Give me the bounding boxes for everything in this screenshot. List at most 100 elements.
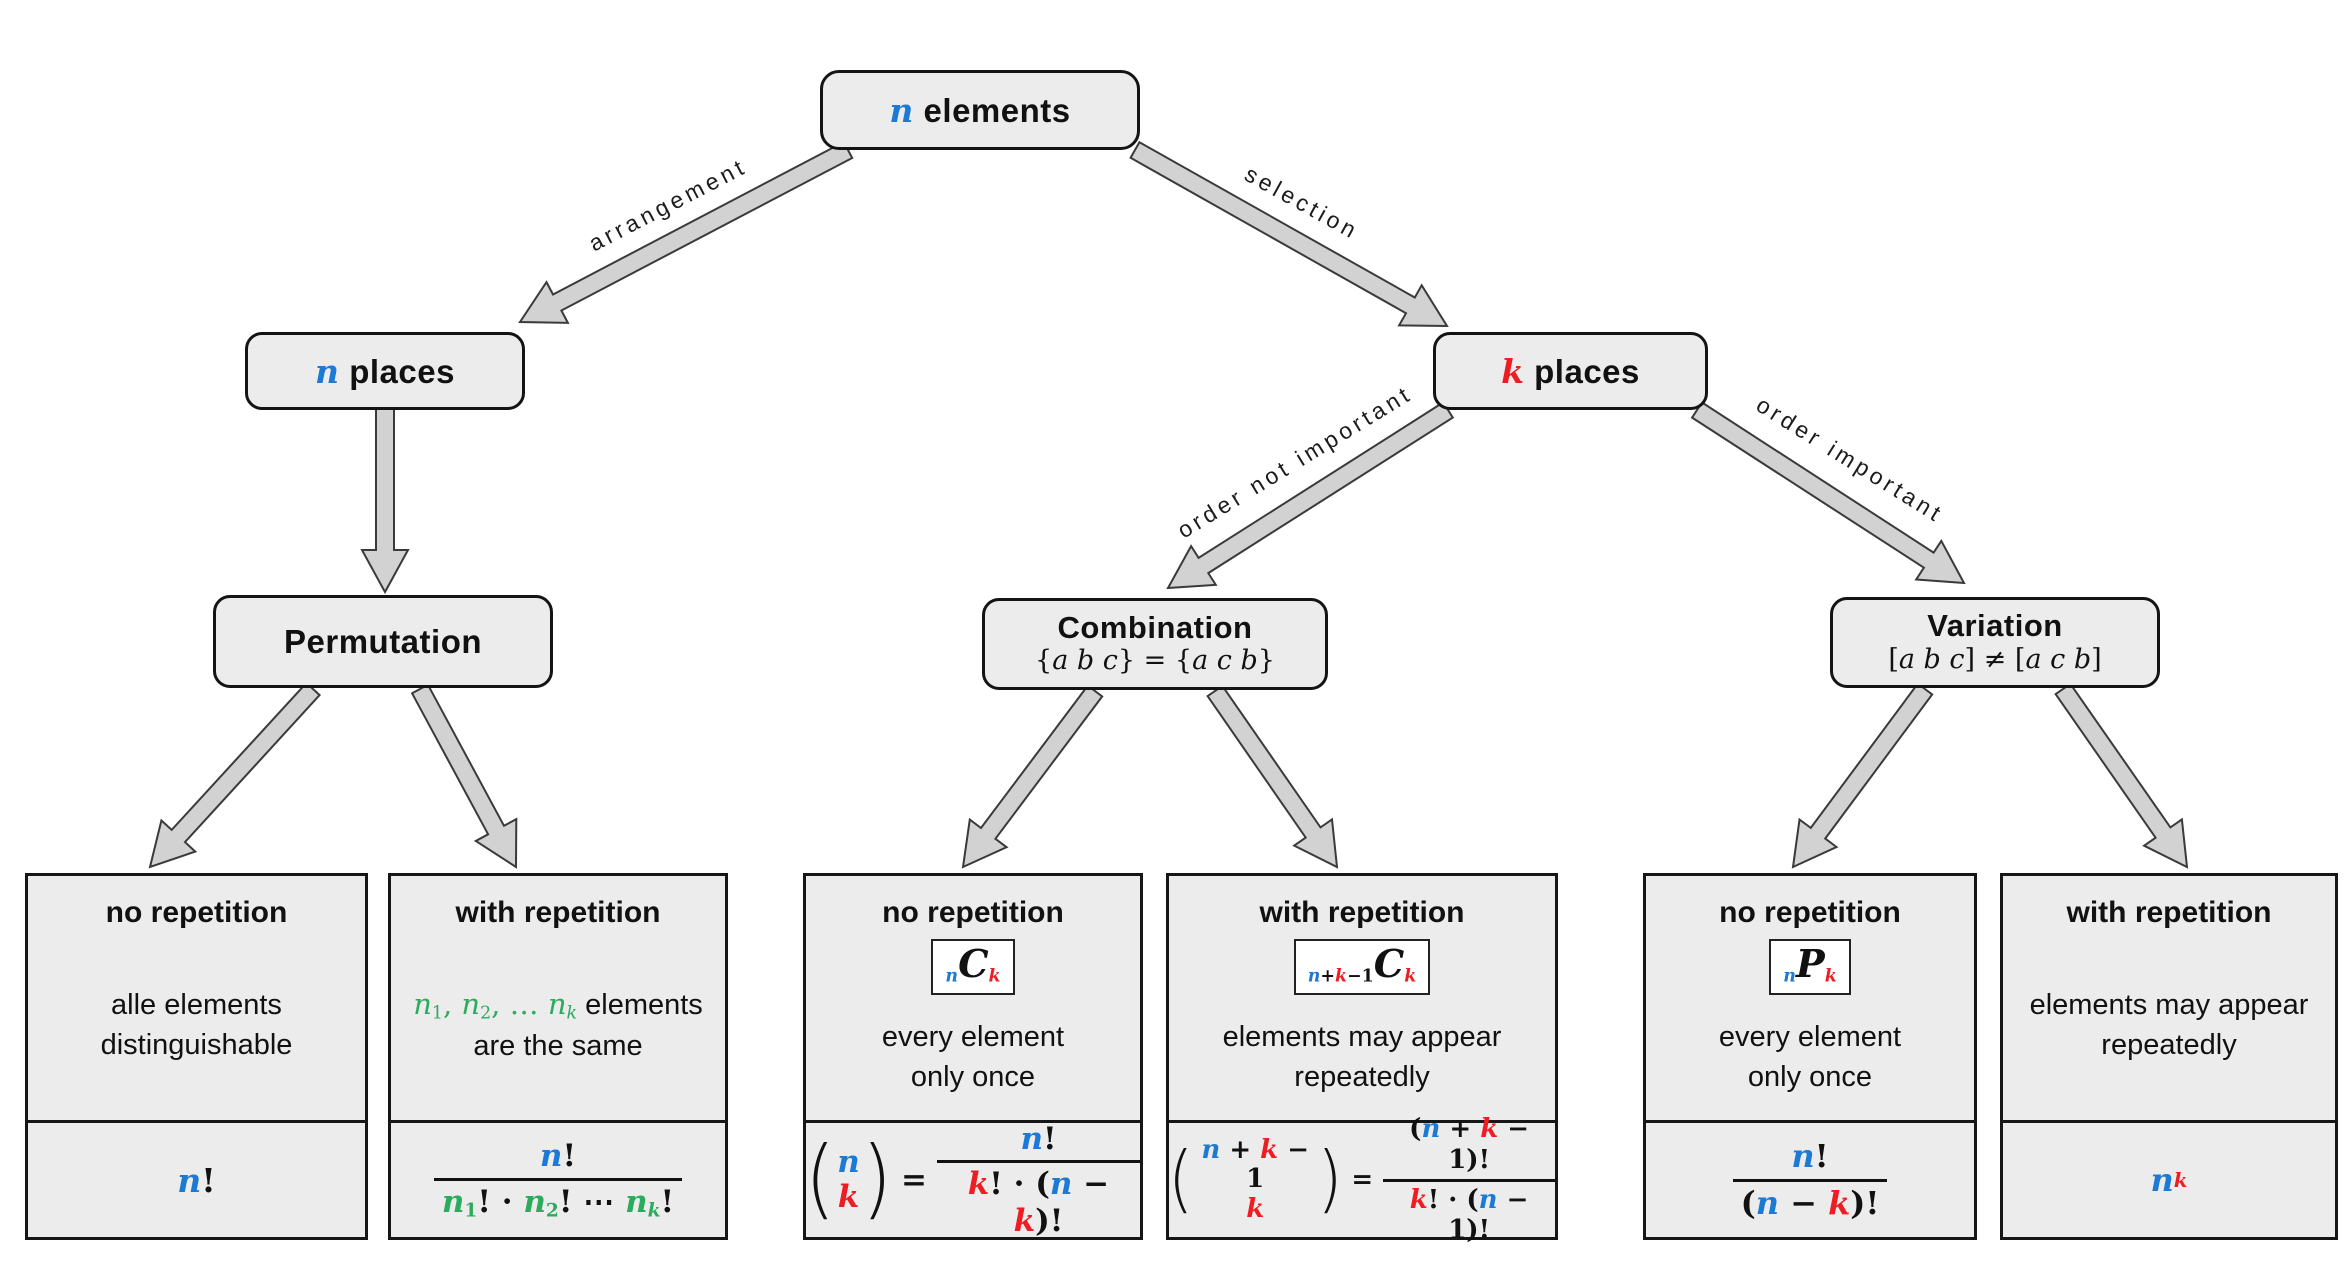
formula-permutation-with-repetition: n!n1! · n2! ⋯ nk! [391, 1120, 725, 1237]
math-token: [ [1888, 643, 1899, 675]
math-token: k [1260, 1135, 1279, 1166]
math-token: } [1257, 645, 1275, 677]
math-token: n [2150, 1161, 2174, 1199]
math-token: { [1174, 645, 1193, 677]
math-token: 2 [480, 1003, 492, 1024]
equals-sign: = [901, 1162, 928, 1198]
math-token: k [647, 1200, 661, 1222]
math-token: k [1334, 966, 1348, 987]
math-token: alle elements [111, 988, 282, 1021]
leaf-header: with repetition [2066, 896, 2272, 929]
math-token: n [441, 1183, 465, 1220]
math-token: 2 [545, 1200, 559, 1222]
math-token: elements may appear [2029, 988, 2309, 1021]
math-token: ! · [477, 1183, 524, 1220]
math-token: n [1020, 1120, 1043, 1157]
notation-badge: nPk [1769, 939, 1851, 995]
math-token: are the same [473, 1029, 643, 1062]
node-k-places: k places [1433, 332, 1708, 410]
math-token: )! [1035, 1202, 1064, 1239]
math-token: ! [1814, 1136, 1829, 1175]
body-line: elements may appear [2030, 985, 2309, 1025]
math-token: a b c [1052, 645, 1118, 677]
math-token: − 1 [1246, 1135, 1310, 1195]
math-token: a c b [1192, 645, 1258, 677]
flow-arrow-10 [2054, 682, 2189, 869]
math-token: k [1246, 1193, 1265, 1224]
math-token: n [1049, 1166, 1073, 1203]
leaf-header: no repetition [882, 896, 1064, 929]
leaf-body: elements may appear repeatedly [2030, 930, 2309, 1120]
math-token: k [1409, 1184, 1428, 1215]
body-line: elements may appear [1223, 1017, 1502, 1057]
math-token: ( [1740, 1183, 1756, 1222]
math-token: every element [1718, 1021, 1902, 1054]
math-token: 1 [464, 1200, 478, 1222]
math-token: ! [660, 1183, 675, 1220]
flow-arrow-6 [410, 683, 518, 869]
math-token: k [1404, 966, 1417, 987]
flow-arrow-2 [360, 407, 410, 595]
math-token: 1 [431, 1003, 443, 1024]
math-token: n [837, 1144, 860, 1181]
math-token: n [461, 987, 481, 1022]
body-line: alle elements [101, 985, 293, 1025]
body-line: only once [882, 1057, 1064, 1097]
node-variation-subtitle: [a b c] ≠ [a c b] [1888, 645, 2101, 675]
math-token: k [1824, 966, 1837, 987]
math-token: ! [1042, 1120, 1057, 1157]
flow-arrow-9 [1791, 682, 1934, 869]
math-token: elements [913, 91, 1071, 129]
math-token: } [1117, 645, 1136, 677]
body-line: are the same [413, 1026, 703, 1066]
notation-badge: nCk [931, 939, 1015, 995]
leaf-header: with repetition [455, 896, 661, 929]
math-token: − [1778, 1183, 1829, 1222]
node-n-places: n places [245, 332, 525, 410]
math-token: n [1478, 1184, 1498, 1215]
math-token: n [889, 90, 914, 130]
math-token: n [177, 1160, 202, 1200]
math-token: ≠ [1975, 643, 2015, 675]
math-token: , … [491, 987, 548, 1022]
math-token: ( [1409, 1114, 1422, 1145]
math-token: , [442, 987, 462, 1022]
math-token: k [1501, 351, 1525, 391]
math-token: n [1755, 1183, 1779, 1222]
flow-arrow-3 [1166, 401, 1455, 590]
math-token: ! [562, 1137, 577, 1174]
math-token: elements may appear [1222, 1021, 1502, 1054]
math-token: k [566, 1003, 578, 1024]
body-line: repeatedly [2030, 1025, 2309, 1065]
math-token: places [339, 352, 455, 390]
math-token: − 1)! [1448, 1114, 1530, 1175]
math-token: n [625, 1183, 648, 1220]
math-token: n [1791, 1136, 1815, 1175]
leaf-header: no repetition [105, 896, 288, 929]
math-token: places [1524, 352, 1640, 390]
math-token: elements [577, 989, 703, 1022]
flow-arrow-8 [1206, 684, 1339, 869]
flow-arrow-1 [1129, 140, 1449, 328]
node-permutation: Permutation [213, 595, 553, 688]
math-token: n [1201, 1135, 1221, 1166]
math-token: a c b [2025, 643, 2092, 675]
flow-arrow-0 [518, 140, 854, 324]
math-token: k [988, 966, 1001, 987]
math-token: [ [2014, 643, 2026, 675]
math-token: − 1)! [1448, 1184, 1529, 1246]
node-variation-title: Variation [1927, 608, 2063, 644]
math-token: every element [881, 1021, 1065, 1054]
math-token: k [1480, 1114, 1499, 1145]
math-token: n [547, 987, 567, 1022]
equals-sign: = [1351, 1165, 1374, 1195]
formula-permutation-no-repetition: n! [28, 1120, 365, 1237]
math-token: repeatedly [1294, 1061, 1430, 1094]
node-combination-title: Combination [1057, 609, 1253, 645]
